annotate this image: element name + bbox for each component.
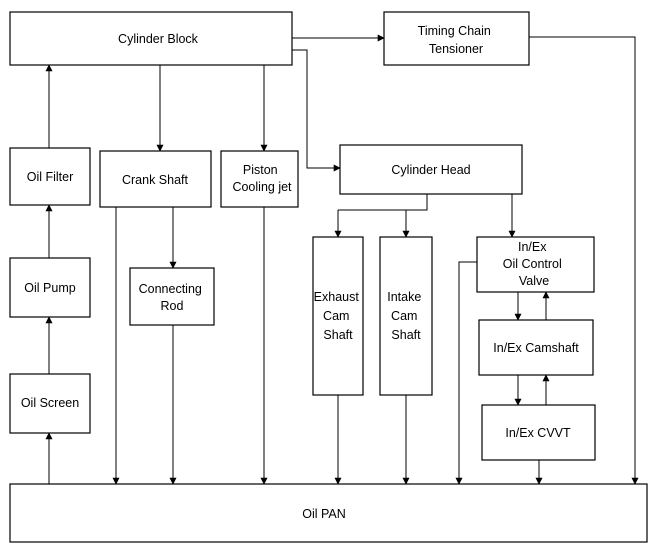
node-connecting-rod: Connecting Rod	[129, 267, 215, 326]
node-piston-cooling-jet: Piston Cooling jet	[220, 150, 299, 208]
connectors	[45, 34, 639, 485]
node-exhaust-cam-shaft-label: Exhaust Cam Shaft	[314, 290, 363, 342]
node-cylinder-head: Cylinder Head	[339, 144, 523, 195]
node-timing-chain-tensioner: Timing Chain Tensioner	[383, 11, 530, 66]
node-oil-filter-label: Oil Filter	[27, 170, 74, 184]
node-connecting-rod-label: Connecting Rod	[139, 282, 206, 313]
node-crank-shaft: Crank Shaft	[99, 150, 212, 208]
node-cylinder-head-label: Cylinder Head	[391, 163, 470, 177]
node-cylinder-block: Cylinder Block	[9, 11, 293, 66]
node-intake-cam-shaft: Intake Cam Shaft	[379, 236, 433, 396]
node-piston-cooling-jet-label: Piston Cooling jet	[232, 163, 292, 194]
node-intake-cam-shaft-label: Intake Cam Shaft	[387, 290, 425, 342]
node-oil-control-valve-label: In/Ex Oil Control Valve	[503, 240, 566, 288]
node-oil-pan-label: Oil PAN	[302, 507, 346, 521]
node-timing-chain-tensioner-label: Timing Chain Tensioner	[418, 24, 495, 56]
connector-cylinder-head-cam-branch	[338, 194, 428, 211]
node-oil-screen: Oil Screen	[9, 373, 91, 434]
node-oil-screen-label: Oil Screen	[21, 396, 79, 410]
arrow-cylinder-block-to-cylinder-head	[292, 49, 341, 172]
node-crank-shaft-label: Crank Shaft	[122, 173, 189, 187]
nodes: Cylinder Block Timing Chain Tensioner Oi…	[9, 11, 648, 543]
arrow-timing-chain-tensioner-to-oil-pan	[529, 36, 639, 485]
node-oil-pump: Oil Pump	[9, 257, 91, 318]
arrow-oil-control-valve-to-oil-pan	[455, 261, 477, 485]
node-oil-pump-label: Oil Pump	[24, 281, 75, 295]
node-exhaust-cam-shaft: Exhaust Cam Shaft	[312, 236, 364, 396]
node-in-ex-cvvt-label: In/Ex CVVT	[505, 426, 571, 440]
node-oil-control-valve: In/Ex Oil Control Valve	[476, 236, 595, 293]
node-in-ex-cvvt: In/Ex CVVT	[481, 404, 596, 461]
node-oil-filter: Oil Filter	[9, 147, 91, 206]
node-cylinder-block-label: Cylinder Block	[118, 32, 199, 46]
node-in-ex-camshaft: In/Ex Camshaft	[478, 319, 594, 376]
node-in-ex-camshaft-label: In/Ex Camshaft	[493, 341, 579, 355]
node-oil-pan: Oil PAN	[9, 483, 648, 543]
